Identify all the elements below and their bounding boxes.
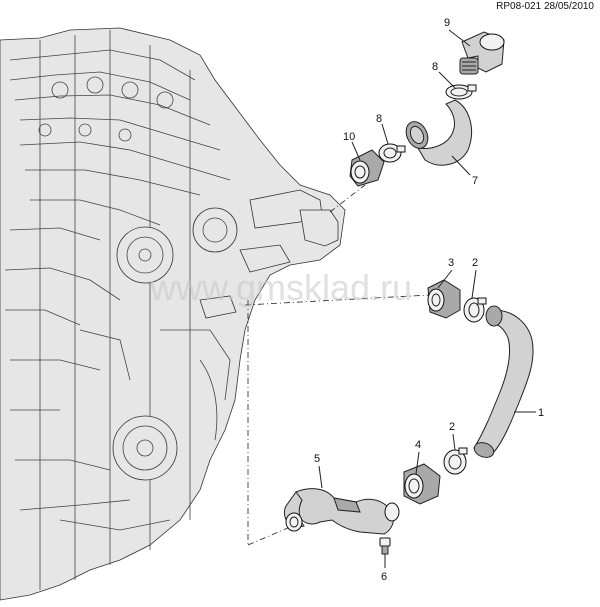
- part-6-bolt: [379, 537, 391, 555]
- callout-5: 5: [314, 453, 320, 465]
- part-3-connector: [427, 279, 461, 319]
- part-8-clamp-upper: [445, 84, 477, 100]
- assembly-line-lower: [247, 526, 291, 546]
- callout-6: 6: [381, 571, 387, 583]
- part-8-clamp-middle: [378, 143, 406, 163]
- leader-lines: [318, 29, 536, 568]
- callout-10: 10: [343, 131, 355, 143]
- callout-9: 9: [444, 17, 450, 29]
- callout-4: 4: [415, 439, 421, 451]
- assembly-line-outlet: [244, 294, 431, 306]
- part-5-lower-hose: [283, 488, 400, 535]
- callout-labels: 1 2 2 3 4 5 6 7 8 8 9 10: [314, 17, 544, 583]
- callout-1: 1: [538, 407, 544, 419]
- part-7-upper-hose: [405, 99, 472, 166]
- reference-header: RP08-021 28/05/2010: [496, 1, 594, 12]
- part-4-connector: [403, 463, 441, 505]
- callout-2-upper: 2: [472, 257, 478, 269]
- callout-8-middle: 8: [376, 113, 382, 125]
- part-2-clamp-upper: [463, 297, 487, 323]
- callout-7: 7: [472, 175, 478, 187]
- part-9-angled-connector: [459, 31, 505, 75]
- part-10-connector: [349, 149, 385, 187]
- watermark: www.gmsklad.ru: [149, 267, 412, 308]
- callout-8-upper: 8: [432, 61, 438, 73]
- part-2-clamp-lower: [443, 447, 468, 475]
- callout-2-lower: 2: [449, 421, 455, 433]
- engine-block: [0, 27, 346, 601]
- part-1-radiator-hose: [473, 305, 534, 458]
- assembly-line-upper: [329, 184, 366, 213]
- callout-3: 3: [448, 257, 454, 269]
